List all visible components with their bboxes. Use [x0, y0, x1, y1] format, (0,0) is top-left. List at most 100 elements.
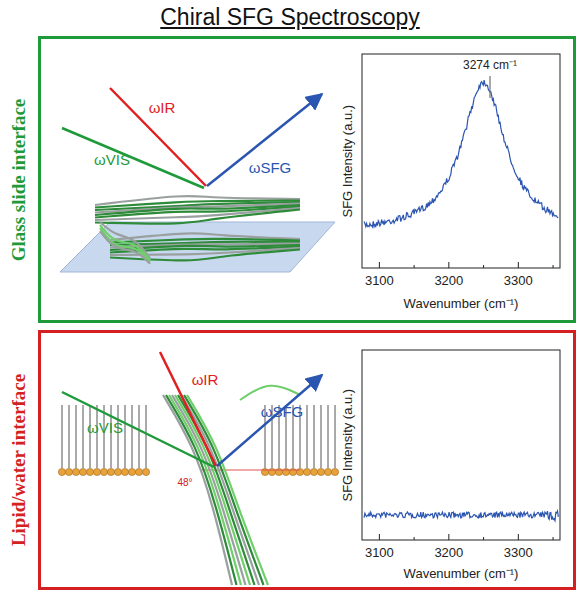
lipid-tail: [335, 405, 336, 468]
ir-beam: [110, 88, 206, 186]
panel-box: Glass slide interface: [38, 36, 576, 323]
beam-label: ωVIS: [94, 152, 130, 169]
lipid-head: [79, 468, 86, 475]
glass-slide: [60, 222, 335, 272]
lipid-head: [128, 468, 135, 475]
beam-label: ωSFG: [249, 160, 292, 177]
beam-label: ωVIS: [87, 420, 123, 437]
lipid-tail: [97, 405, 98, 468]
axis-title: SFG Intensity (a.u.): [341, 389, 355, 502]
panel-heading: Glass slide interface: [8, 98, 30, 261]
beta-strand: [172, 395, 246, 585]
peak-label: 3274 cm⁻¹: [463, 59, 517, 72]
beta-strand: [187, 395, 268, 585]
lipid-tail: [321, 405, 322, 468]
lipid-tail: [111, 405, 112, 468]
lipid-head: [107, 468, 114, 475]
tick-label: 3300: [504, 274, 533, 288]
lipid-head: [324, 468, 331, 475]
tick-mark: [448, 262, 449, 268]
lipid-tail: [69, 405, 70, 468]
lipid-tail: [328, 405, 329, 468]
sfg-beam: [207, 94, 322, 186]
spectrum-trace: [364, 80, 558, 227]
lipid-head: [58, 468, 65, 475]
lipid-tail: [83, 405, 84, 468]
tick-mark: [553, 265, 554, 268]
tick-label: 3100: [365, 274, 394, 288]
lipid-tail: [90, 405, 91, 468]
vis-beam: [62, 128, 204, 188]
tick-mark: [518, 262, 519, 268]
beam-label: ωIR: [192, 372, 219, 389]
lipid-head: [72, 468, 79, 475]
peak-marker: [490, 76, 491, 98]
panel-box: Lipid/water interface: [38, 330, 576, 590]
tick-mark: [379, 262, 380, 268]
lipid-head: [275, 468, 282, 475]
lipid-head: [93, 468, 100, 475]
lipid-tail: [62, 405, 63, 468]
lipid-head: [261, 468, 268, 475]
lipid-head: [65, 468, 72, 475]
sfg-beam: [217, 375, 322, 466]
spectrum-trace: [364, 511, 558, 521]
lipid-head: [331, 468, 338, 475]
ir-beam: [160, 352, 216, 466]
lipid-tail: [307, 405, 308, 468]
tick-label: 3300: [504, 546, 533, 560]
tick-mark: [414, 537, 415, 540]
beam-label: ωIR: [149, 100, 176, 117]
beta-strand: [181, 395, 259, 585]
axis-title: Wavenumber (cm⁻¹): [404, 297, 519, 311]
axis-ticks: [379, 262, 553, 540]
lipid-tail: [125, 405, 126, 468]
lipid-head: [303, 468, 310, 475]
lipid-tail: [118, 405, 119, 468]
vis-beam: [62, 392, 214, 467]
axis-title: SFG Intensity (a.u.): [341, 105, 355, 218]
lipid-tail: [139, 405, 140, 468]
lipid-tail: [104, 405, 105, 468]
lipid-tail: [76, 405, 77, 468]
lipid-tail: [146, 405, 147, 468]
lipid-tail: [132, 405, 133, 468]
lipid-head: [114, 468, 121, 475]
tick-mark: [414, 265, 415, 268]
protein-fibril: [95, 196, 300, 585]
angle-label: 48°: [177, 477, 192, 488]
tick-mark: [553, 537, 554, 540]
beta-strand: [100, 231, 150, 264]
loop-strand: [240, 386, 300, 400]
plot-frame: [362, 54, 560, 268]
lipid-head: [100, 468, 107, 475]
lipid-tail: [314, 405, 315, 468]
beta-strand: [175, 395, 250, 585]
lipid-head: [86, 468, 93, 475]
tick-mark: [448, 534, 449, 540]
lipid-head: [121, 468, 128, 475]
title: Chiral SFG Spectroscopy: [160, 4, 419, 31]
plot-frame: [362, 350, 560, 540]
tick-mark: [379, 534, 380, 540]
tick-label: 3200: [434, 546, 463, 560]
lipid-head: [310, 468, 317, 475]
lipid-head: [268, 468, 275, 475]
tick-mark: [518, 534, 519, 540]
tick-label: 3100: [365, 546, 394, 560]
beta-strand: [95, 210, 300, 224]
panel-heading: Lipid/water interface: [8, 374, 30, 546]
beam-label: ωSFG: [261, 404, 304, 421]
tick-mark: [483, 265, 484, 268]
beta-strand: [95, 208, 300, 220]
tick-mark: [483, 537, 484, 540]
beta-strand: [178, 395, 255, 585]
axis-title: Wavenumber (cm⁻¹): [404, 567, 519, 581]
lipid-head: [135, 468, 142, 475]
lipid-head: [282, 468, 289, 475]
lipid-head: [142, 468, 149, 475]
lipid-head: [296, 468, 303, 475]
lipid-head: [289, 468, 296, 475]
lipid-head: [317, 468, 324, 475]
tick-label: 3200: [434, 274, 463, 288]
